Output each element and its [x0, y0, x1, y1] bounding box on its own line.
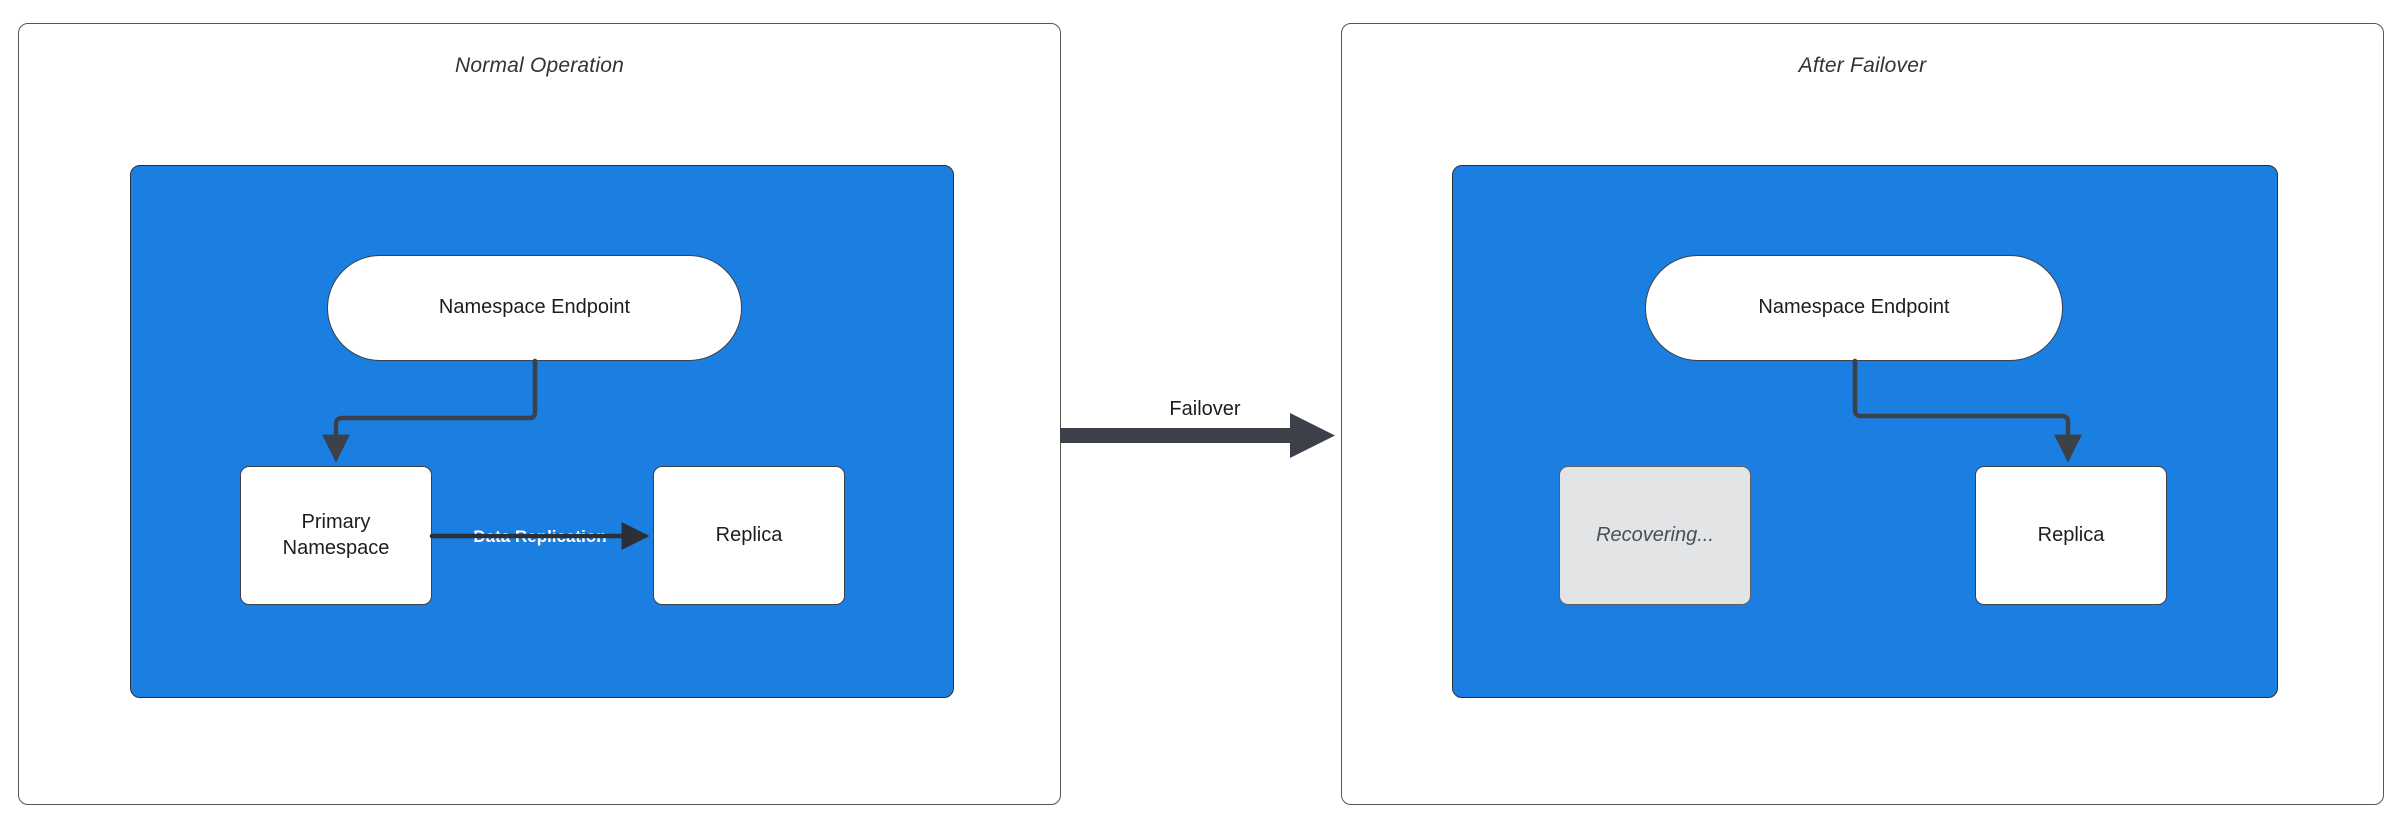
node-primary-namespace[interactable]: Primary Namespace [240, 466, 432, 605]
panel-title-normal-operation: Normal Operation [455, 54, 624, 77]
edge-label-data-replication: Data Replication [473, 527, 607, 546]
node-replica-normal[interactable]: Replica [653, 466, 845, 605]
node-namespace-endpoint-normal[interactable]: Namespace Endpoint [327, 255, 742, 361]
transition-label-failover: Failover [1169, 398, 1241, 420]
panel-title-after-failover: After Failover [1798, 54, 1927, 77]
node-replica-failover[interactable]: Replica [1975, 466, 2167, 605]
cluster-after-failover [1452, 165, 2278, 698]
node-recovering-namespace[interactable]: Recovering... [1559, 466, 1751, 605]
cluster-normal-operation [130, 165, 954, 698]
node-namespace-endpoint-failover[interactable]: Namespace Endpoint [1645, 255, 2063, 361]
